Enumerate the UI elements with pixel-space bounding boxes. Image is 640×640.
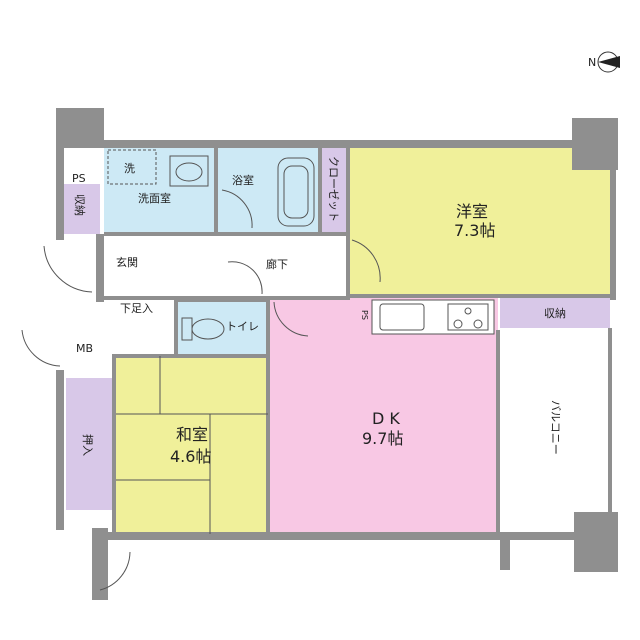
washroom-name: 洗面室 [138, 191, 171, 205]
wall-dk-right [496, 330, 500, 534]
closet-name: クローゼット [327, 156, 340, 222]
toilet-area [176, 300, 266, 354]
wall-wet-bottom [104, 232, 350, 236]
wall-washitsu-top [112, 354, 268, 358]
japanese-room-size: 4.6帖 [170, 447, 211, 466]
wall-balcony-right [608, 328, 612, 514]
western-room-size: 7.3帖 [454, 221, 495, 240]
wall-western-bottom [350, 294, 612, 298]
storage-right-area [500, 298, 610, 328]
hallway-name: 廊下 [266, 257, 288, 271]
washer-pan [107, 149, 157, 185]
balcony-name: バルコニー [549, 400, 562, 455]
dk-size: 9.7帖 [362, 429, 403, 448]
wall-washitsu-left [112, 356, 116, 534]
washer-label: 洗 [124, 162, 135, 175]
kitchen-sink [379, 303, 425, 331]
bathtub-icon [277, 157, 315, 227]
oshiire-name: 押入 [81, 434, 95, 456]
wall-right [610, 170, 616, 300]
wall-closet-right [346, 148, 350, 296]
compass-icon [597, 51, 620, 73]
bathroom-name: 浴室 [232, 173, 254, 187]
wall-left-upper [56, 108, 64, 240]
dk-name: D K [372, 409, 400, 428]
washroom-area [104, 148, 214, 232]
wall-bottom [104, 532, 574, 540]
storage-left-name: 収納 [73, 194, 86, 216]
western-room-name: 洋室 [456, 202, 488, 221]
japanese-room-area [116, 356, 268, 534]
tatami-lines [116, 356, 268, 534]
wall-bottom-right-column [574, 512, 618, 572]
dk-area [268, 298, 498, 534]
wall-left-lower [56, 370, 64, 530]
western-room-area [350, 148, 610, 296]
wall-bottom-left-column [92, 528, 108, 600]
storage-left-area [64, 184, 100, 234]
ps-top-label: PS [72, 172, 86, 185]
wall-dk-left [266, 298, 270, 534]
wall-toilet-left [174, 298, 178, 356]
shoe-box-name: 下足入 [120, 302, 153, 315]
bathroom-area [216, 148, 318, 232]
oshiire-area [66, 378, 112, 510]
wall-closet-left [318, 148, 322, 234]
wall-dk-bottom [500, 540, 510, 570]
wash-basin-icon [169, 155, 209, 187]
compass-label: N [588, 56, 596, 69]
door-swings [21, 189, 381, 591]
mb-label: MB [76, 342, 93, 355]
stove-icon [447, 303, 489, 331]
wall-left-mid [96, 234, 104, 302]
wall-top [96, 140, 572, 148]
entrance-name: 玄関 [116, 255, 138, 269]
storage-right-name: 収納 [544, 307, 566, 320]
toilet-name: トイレ [226, 320, 259, 333]
japanese-room-name: 和室 [176, 425, 208, 444]
closet-area [320, 148, 348, 232]
wall-toilet-top [174, 298, 268, 302]
wall-top-right-column [572, 118, 618, 170]
ps-kitchen-label: PS [360, 310, 369, 320]
toilet-icon [181, 317, 225, 341]
kitchen-counter [371, 299, 495, 335]
wall-bath-split [214, 148, 218, 234]
